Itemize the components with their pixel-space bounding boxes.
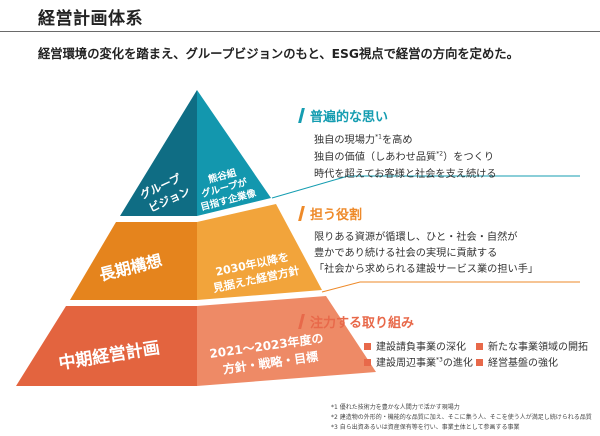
section-focus-title: 注力する取り組み [310, 316, 415, 331]
initiative-label: 経営基盤の強化 [488, 358, 558, 369]
initiative-item: 経営基盤の強化 [476, 354, 558, 369]
pyramid-tier3-right [197, 296, 376, 386]
connector-line-role [321, 281, 580, 293]
footnote-ref-1: *1 [375, 133, 382, 141]
role-line2: 豊かであり続ける社会の実現に貢献する [314, 248, 498, 259]
section-role-title: 担う役割 [310, 208, 363, 223]
footnote-3: *3 自ら出資あるいは資産保有等を行い、事業主体として参画する事業 [331, 424, 520, 431]
pyramid-tier2-right [197, 204, 322, 300]
square-bullet-icon [476, 343, 483, 350]
pyramid-tier1-left [120, 90, 197, 216]
universal-line1: 独自の現場力*1を高め [314, 131, 413, 146]
initiative-item: 建設請負事業の深化 [364, 338, 466, 353]
universal-line1-tail: を高め [381, 135, 413, 146]
page-title: 経営計画体系 [38, 9, 143, 29]
footnote-2: *2 建造物の外形的・機能的な品質に加え、そこに集う人、そこを使う人が満足し続け… [331, 414, 592, 421]
universal-line2: 独自の価値（しあわせ品質*2）をつくり [314, 148, 494, 163]
square-bullet-icon [364, 343, 371, 350]
title-divider [0, 31, 600, 32]
role-line3: 「社会から求められる建設サービス業の担い手」 [314, 264, 539, 275]
initiative-item: 建設周辺事業*3の進化 [364, 354, 473, 369]
role-line1: 限りある資源が循環し、ひと・社会・自然が [314, 232, 518, 243]
initiative-label: 新たな事業領域の開拓 [488, 342, 588, 353]
initiative-label: 建設周辺事業 [376, 358, 436, 369]
universal-line2-text: 独自の価値（しあわせ品質 [314, 152, 437, 163]
footnote-1: *1 優れた技術力を豊かな人間力で活かす現場力 [331, 404, 460, 411]
footnote-ref-3: *3 [436, 356, 443, 364]
initiative-item: 新たな事業領域の開拓 [476, 338, 588, 353]
initiative-label-tail: の進化 [442, 358, 473, 369]
initiative-label: 建設請負事業の深化 [376, 342, 466, 353]
footnote-ref-2: *2 [436, 150, 444, 158]
square-bullet-icon [476, 359, 483, 366]
lead-text: 経営環境の変化を踏まえ、グループビジョンのもと、ESG視点で経営の方向を定めた。 [38, 47, 519, 61]
universal-line1-text: 独自の現場力 [314, 135, 376, 146]
pyramid-tier3-left [16, 306, 197, 386]
connector-line-universal [271, 175, 580, 199]
pyramid-tier1-right [197, 90, 271, 216]
pyramid-tier2-left [70, 222, 197, 300]
section-universal-title: 普遍的な思い [310, 110, 389, 125]
universal-line3: 時代を超えてお客様と社会を支え続ける [314, 169, 497, 180]
square-bullet-icon [364, 359, 371, 366]
universal-line2-tail: ）をつくり [443, 152, 495, 163]
